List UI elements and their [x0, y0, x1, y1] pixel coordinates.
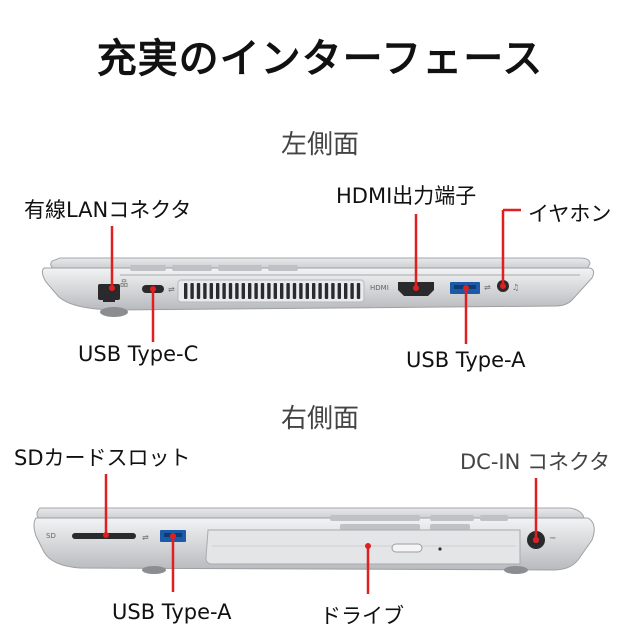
- vent-slot: [267, 283, 271, 299]
- label-usb-type-a-left: USB Type-A: [406, 348, 526, 372]
- vent-slot: [209, 283, 213, 299]
- sd-icon: SD: [46, 532, 56, 540]
- eject-button: [391, 543, 423, 553]
- drive-indicator: [438, 547, 442, 551]
- vent-slot: [241, 283, 245, 299]
- usb-a-icon-left: ⇌: [484, 283, 491, 292]
- vent-slot: [324, 283, 329, 299]
- page-title: 充実のインターフェース: [96, 36, 544, 82]
- label-sd-card-slot: SDカードスロット: [14, 446, 191, 470]
- vent-slot: [228, 283, 233, 299]
- vent-slot: [331, 283, 335, 299]
- vent-slot: [203, 283, 207, 299]
- vent-slot: [299, 283, 303, 299]
- vent-slot: [312, 283, 316, 299]
- vent-slot: [356, 283, 361, 299]
- vent-slot: [235, 283, 239, 299]
- usb-c-icon: ⇌: [168, 285, 175, 294]
- vent-slot: [318, 283, 322, 299]
- right-side-heading: 右側面: [280, 404, 359, 434]
- vent-slot: [248, 283, 252, 299]
- usb-c-port: ⇌: [142, 285, 175, 294]
- label-dc-in-connector: DC-IN コネクタ: [460, 450, 611, 474]
- vent-slot: [344, 283, 348, 299]
- vent-slot: [222, 283, 226, 299]
- vent-slot: [280, 283, 284, 299]
- label-earphone: イヤホン: [528, 202, 612, 226]
- vent-slot: [286, 283, 290, 299]
- lan-icon: 品: [120, 279, 128, 288]
- vent-slot: [184, 283, 188, 299]
- hdmi-mark: HDMI: [370, 284, 389, 292]
- optical-drive: [205, 529, 521, 565]
- vent-slot: [292, 283, 297, 299]
- headphone-icon: ♫: [512, 283, 519, 292]
- label-hdmi-output: HDMI出力端子: [336, 184, 477, 208]
- vent-slot: [254, 283, 258, 299]
- power-icon: ⎓: [550, 534, 556, 542]
- vent-slot: [350, 283, 354, 299]
- left-side-heading: 左側面: [280, 130, 359, 160]
- label-usb-type-c: USB Type-C: [78, 342, 199, 366]
- vent-slot: [196, 283, 201, 299]
- label-drive: ドライブ: [320, 604, 404, 628]
- vent-slot: [190, 283, 194, 299]
- vent-slot: [260, 283, 265, 299]
- label-usb-type-a-right: USB Type-A: [112, 600, 232, 624]
- vent-grille: [177, 279, 365, 303]
- usb-a-icon-right: ⇌: [142, 533, 149, 542]
- vent-slot: [216, 283, 220, 299]
- vent-slot: [337, 283, 341, 299]
- label-lan-connector: 有線LANコネクタ: [24, 198, 192, 222]
- vent-slot: [273, 283, 277, 299]
- vent-slot: [305, 283, 309, 299]
